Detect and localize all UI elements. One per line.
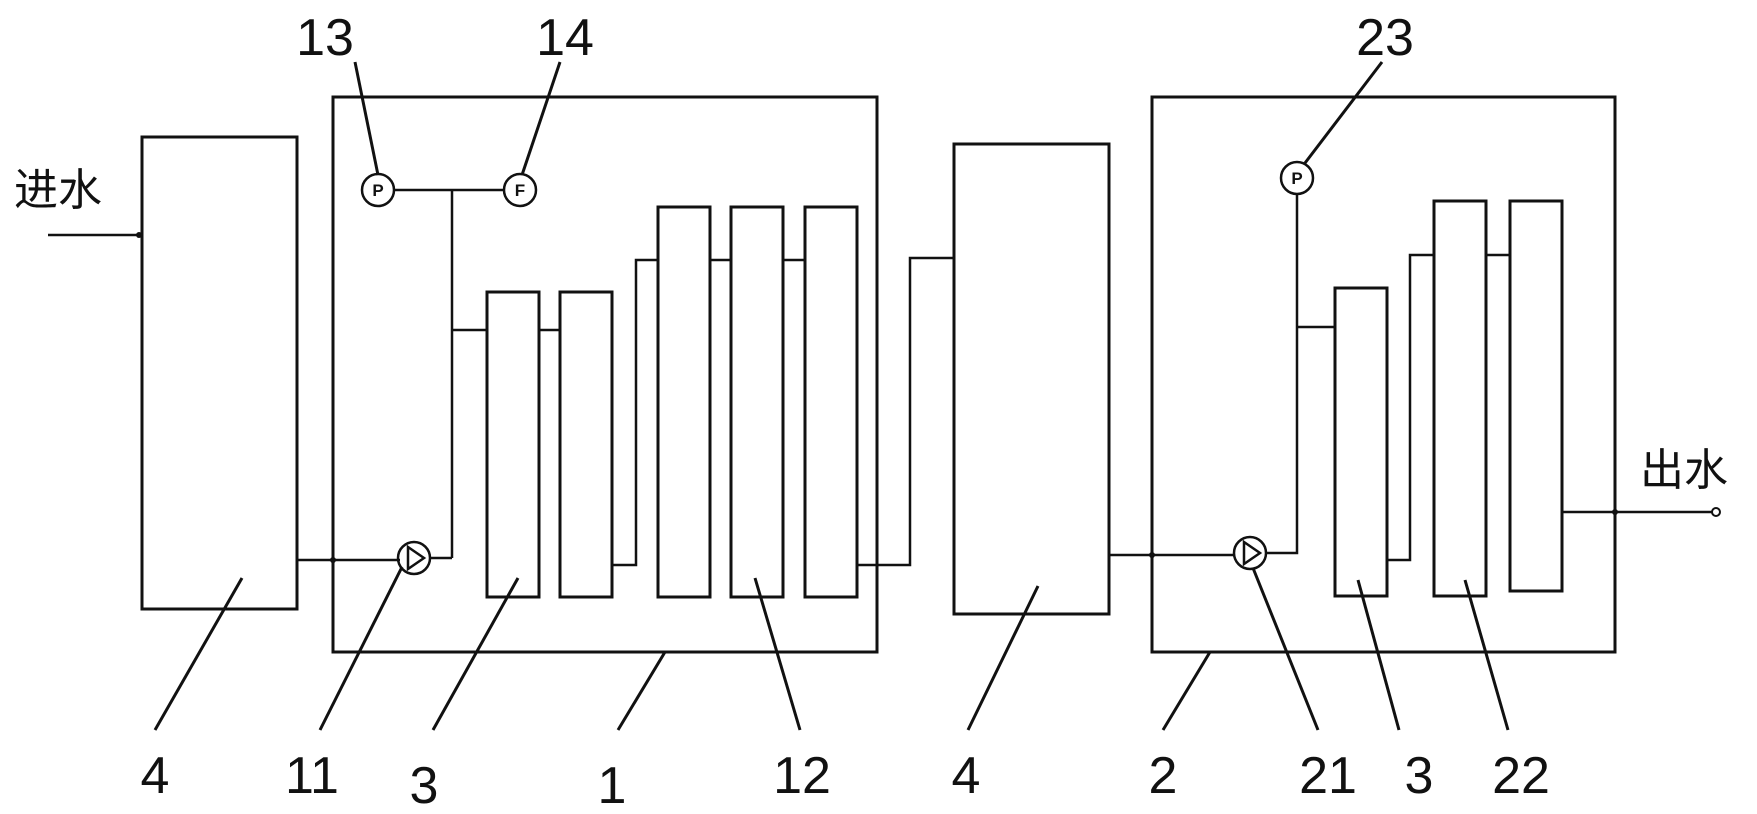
pressure-gauge-1-symbol: P <box>372 181 383 200</box>
leader-pump-2 <box>1251 567 1320 731</box>
tank-middle <box>952 142 1111 616</box>
module-1a <box>485 290 541 599</box>
label-unit-2: 2 <box>1149 747 1178 805</box>
label-tank-middle: 4 <box>952 747 981 805</box>
pipe-1b-out <box>612 258 658 567</box>
leader-modules-group-1 <box>753 577 802 731</box>
module-1b <box>558 290 614 599</box>
inlet-connector <box>136 232 142 238</box>
leader-unit-1 <box>616 651 667 731</box>
junction-dot-2 <box>1149 552 1155 558</box>
outlet-label: 出水 <box>1640 445 1728 496</box>
label-flow-meter-1: 14 <box>536 9 594 67</box>
leader-pressure-gauge-2 <box>1303 61 1384 164</box>
module-1c <box>656 205 712 599</box>
module-1d <box>729 205 785 599</box>
leader-module-right <box>1356 579 1401 731</box>
label-pump-2: 21 <box>1299 747 1357 805</box>
label-pressure-gauge-1: 13 <box>296 9 354 67</box>
flow-meter-1-symbol: F <box>515 181 525 200</box>
pressure-gauge-2-symbol: P <box>1291 169 1302 188</box>
leader-module-left <box>431 577 520 731</box>
label-modules-group-1: 12 <box>773 747 831 805</box>
leader-tank-middle <box>966 585 1040 731</box>
leader-pressure-gauge-1 <box>353 61 380 176</box>
module-2a <box>1333 286 1389 598</box>
label-modules-group-2: 22 <box>1492 747 1550 805</box>
inlet-label: 进水 <box>14 165 102 216</box>
leader-flow-meter-1 <box>520 61 562 176</box>
junction-dot <box>330 557 336 563</box>
unit-2-riser <box>1266 195 1299 555</box>
leader-modules-group-2 <box>1463 579 1510 731</box>
outlet-junction <box>1612 509 1618 515</box>
tank-left <box>140 135 299 611</box>
label-module-right: 3 <box>1405 747 1434 805</box>
label-module-left: 3 <box>410 757 439 814</box>
label-unit-1: 1 <box>598 757 627 814</box>
flow-meter-1-icon: F <box>502 172 538 208</box>
pipe-unit-1-to-tank-middle <box>857 256 954 567</box>
label-pump-1: 11 <box>285 747 339 805</box>
pressure-gauge-2-icon: P <box>1279 160 1315 196</box>
leader-unit-2 <box>1161 651 1212 731</box>
outlet-end <box>1711 507 1721 517</box>
module-2b <box>1432 199 1488 598</box>
pipe-2a-2b <box>1387 253 1434 562</box>
label-pressure-gauge-2: 23 <box>1356 9 1414 67</box>
leader-tank-left <box>153 577 244 731</box>
module-1e <box>803 205 859 599</box>
leader-pump-1 <box>318 566 404 731</box>
module-2c <box>1508 199 1564 593</box>
label-tank-left: 4 <box>141 747 170 805</box>
